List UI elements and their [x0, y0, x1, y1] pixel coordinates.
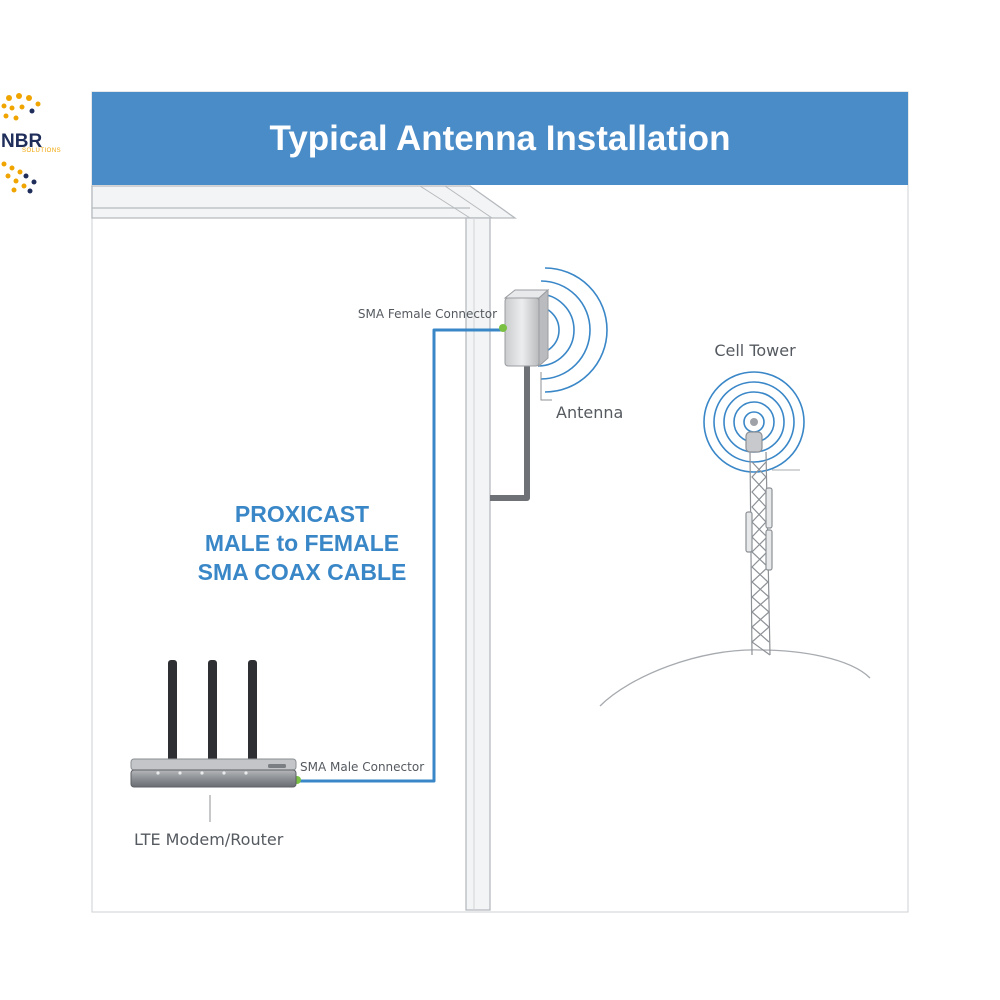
- wall-post: [465, 217, 491, 911]
- cable-text-line-3: SMA COAX CABLE: [198, 559, 407, 585]
- roof-eave: [91, 185, 518, 219]
- lte-modem-router: [130, 660, 297, 788]
- cell-tower: [745, 418, 800, 656]
- cable-description: PROXICAST MALE to FEMALE SMA COAX CABLE: [198, 501, 407, 585]
- sma-female-connector-label: SMA Female Connector: [358, 307, 497, 321]
- company-logo: NBR SOLUTIONS: [1, 93, 61, 194]
- antenna-mount: [490, 362, 530, 501]
- antenna-panel: [503, 288, 550, 368]
- hill: [599, 649, 871, 707]
- sma-male-connector-label: SMA Male Connector: [300, 760, 424, 774]
- logo-name: NBR: [1, 131, 42, 152]
- antenna-label: Antenna: [556, 403, 623, 422]
- title-banner: [92, 92, 908, 185]
- coax-cable: [297, 328, 503, 783]
- cable-text-line-2: MALE to FEMALE: [205, 530, 399, 556]
- antenna-leader-line: [540, 372, 552, 401]
- logo-subtitle: SOLUTIONS: [22, 148, 61, 154]
- sma-female-connector-dot: [499, 324, 507, 332]
- page-title: Typical Antenna Installation: [270, 119, 731, 158]
- cell-tower-label: Cell Tower: [714, 341, 796, 360]
- cable-text-line-1: PROXICAST: [235, 501, 369, 527]
- modem-label: LTE Modem/Router: [134, 830, 284, 849]
